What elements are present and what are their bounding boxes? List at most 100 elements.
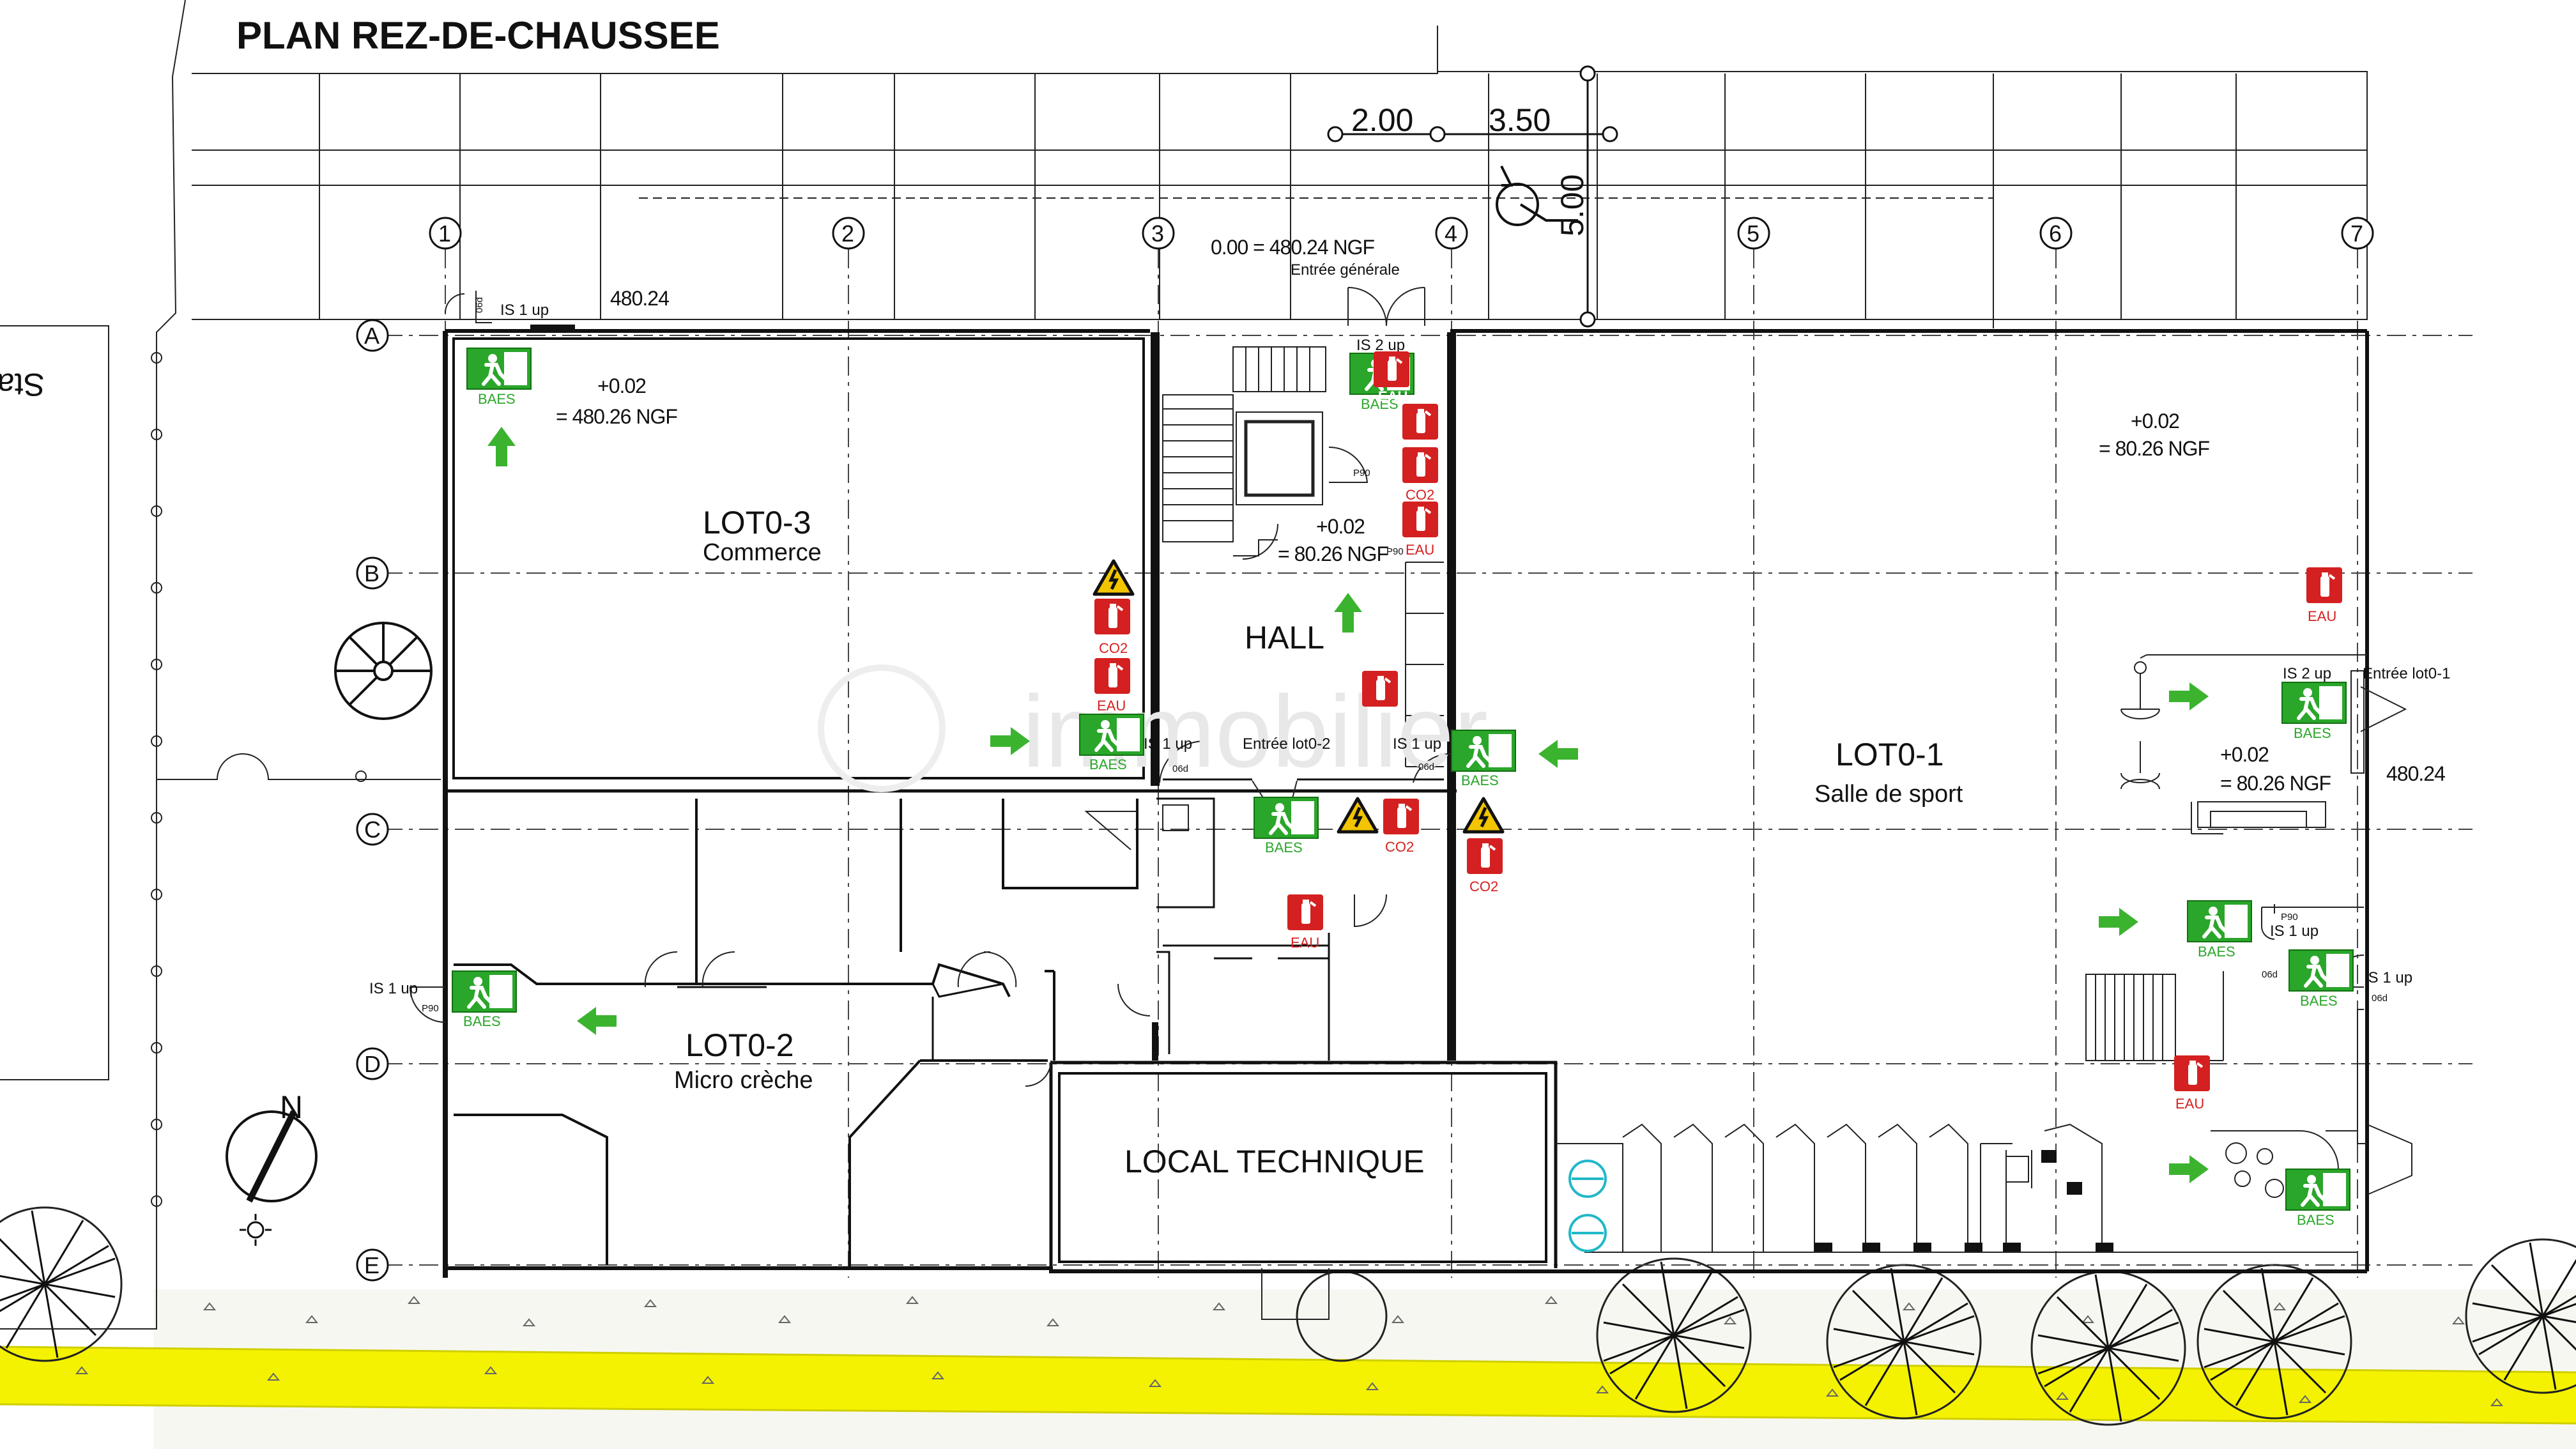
baes-sign: BAES (1080, 714, 1144, 772)
water-extinguisher: EAU (1093, 657, 1131, 714)
baes-sign: BAES (467, 348, 531, 407)
axis-col-7: 7 (2350, 220, 2363, 247)
entrance-level: 0.00 = 480.24 NGF (1211, 236, 1375, 259)
room-lot02-name: LOT0-2 (686, 1027, 794, 1063)
dim-5-00: 5.00 (1554, 174, 1590, 236)
door-code: 06d (2372, 993, 2388, 1004)
door-code: 06d (474, 297, 485, 313)
side-label: Stat (0, 367, 45, 402)
lot01-level-a: +0.02 (2131, 410, 2179, 433)
exit-label: IS 2 up (2283, 665, 2331, 682)
water-extinguisher: EAU (1286, 893, 1324, 951)
hall-level-a: +0.02 (1316, 515, 1365, 538)
electric-warning-icon (1464, 799, 1503, 832)
svg-text:N: N (280, 1089, 303, 1125)
baes-sign: BAES (2282, 682, 2346, 741)
axis-row-c: C (364, 816, 381, 843)
hall-level-b: = 80.26 NGF (1278, 542, 1389, 565)
sanitary-fixtures (1568, 1160, 1607, 1252)
axis-col-1: 1 (438, 220, 451, 247)
door-code: P90 (1353, 468, 1370, 479)
room-technical: LOCAL TECHNIQUE (1124, 1144, 1425, 1179)
door-code: P90 (2281, 912, 2298, 923)
svg-text:EAU: EAU (2175, 1096, 2204, 1112)
axis-col-5: 5 (1747, 220, 1759, 247)
extinguisher (1401, 402, 1439, 441)
svg-text:EAU: EAU (1097, 698, 1126, 714)
lot01-level-b: = 80.26 NGF (2099, 437, 2210, 460)
dimension-chain: 2.00 3.50 5.00 (1327, 65, 1618, 328)
exit-arrow-icon (487, 427, 516, 466)
exit-label: IS 1 up (500, 302, 549, 319)
room-lot01-name: LOT0-1 (1836, 737, 1944, 772)
water-extinguisher: EAU (2173, 1054, 2211, 1112)
axis-col-2: 2 (841, 220, 854, 247)
entry-lot02: Entrée lot0-2 (1243, 735, 1330, 753)
svg-text:BAES: BAES (2198, 944, 2235, 960)
exit-label: IS 1 up (2270, 923, 2319, 940)
svg-text:BAES: BAES (2297, 1212, 2334, 1228)
svg-text:BAES: BAES (1361, 396, 1399, 412)
water-extinguisher: EAU (1372, 350, 1411, 404)
lot03-level-a: +0.02 (597, 374, 646, 397)
room-lot02-use: Micro crèche (674, 1067, 813, 1094)
door-code: P90 (422, 1003, 439, 1014)
baes-sign: BAES (1254, 797, 1318, 855)
co2-extinguisher: CO2 (1401, 446, 1439, 503)
extinguisher (1361, 670, 1399, 708)
baes-sign: BAES (1452, 730, 1515, 788)
electric-warning-icon (1094, 561, 1133, 594)
baes-sign: BAES (1350, 353, 1414, 412)
svg-text:EAU: EAU (1291, 935, 1319, 951)
baes-sign: BAES (2286, 1169, 2350, 1228)
room-lot01-use: Salle de sport (1814, 781, 1963, 808)
svg-text:CO2: CO2 (1099, 640, 1128, 656)
co2-extinguisher: CO2 (1093, 597, 1131, 656)
exit-arrow-icon (1334, 593, 1362, 632)
exit-arrow-icon (1538, 740, 1578, 768)
water-extinguisher: EAU (1401, 500, 1439, 558)
svg-text:CO2: CO2 (1469, 878, 1498, 894)
axis-col-4: 4 (1445, 220, 1457, 247)
baes-sign: BAES (452, 971, 516, 1029)
svg-text:BAES: BAES (1089, 756, 1127, 772)
svg-text:EAU: EAU (1378, 388, 1407, 404)
svg-text:BAES: BAES (2300, 993, 2338, 1009)
exit-label: IS 1 up (2364, 969, 2412, 986)
svg-text:EAU: EAU (1406, 542, 1434, 558)
axis-col-6: 6 (2049, 220, 2062, 247)
exit-label: IS 1 up (1393, 735, 1441, 753)
water-extinguisher: EAU (2305, 566, 2343, 624)
co2-extinguisher: CO2 (1382, 797, 1420, 855)
page-title: PLAN REZ-DE-CHAUSSEE (236, 14, 720, 57)
entrance-label: Entrée générale (1291, 261, 1400, 279)
door-code: 06d (2262, 969, 2278, 980)
dim-2-00: 2.00 (1351, 102, 1413, 138)
room-hall: HALL (1245, 620, 1324, 656)
exit-label: IS 1 up (369, 980, 418, 997)
room-lot03-use: Commerce (703, 539, 822, 566)
door-code: 06d (1418, 762, 1434, 772)
lot01-entry-level-b: = 80.26 NGF (2220, 772, 2331, 795)
axis-row-d: D (364, 1051, 381, 1077)
exit-arrow-icon (2099, 908, 2138, 936)
baes-sign: BAES (2188, 901, 2251, 960)
svg-text:EAU: EAU (2308, 608, 2336, 624)
svg-text:BAES: BAES (478, 391, 516, 407)
axis-row-a: A (364, 323, 379, 349)
co2-extinguisher: CO2 (1466, 837, 1504, 894)
room-lot03-name: LOT0-3 (703, 505, 811, 540)
svg-text:BAES: BAES (1461, 772, 1499, 788)
svg-text:BAES: BAES (463, 1013, 501, 1029)
dim-3-50: 3.50 (1489, 102, 1551, 138)
level-right: 480.24 (2386, 762, 2445, 785)
svg-text:CO2: CO2 (1406, 487, 1434, 503)
lot03-level-b: = 480.26 NGF (556, 405, 677, 428)
svg-text:CO2: CO2 (1385, 839, 1414, 855)
axis-row-b: B (364, 560, 379, 586)
door-code: 06d (1172, 763, 1188, 774)
entry-lot01: Entrée lot0-1 (2363, 665, 2450, 682)
svg-text:BAES: BAES (1265, 839, 1303, 855)
exit-arrow-icon (577, 1007, 617, 1035)
